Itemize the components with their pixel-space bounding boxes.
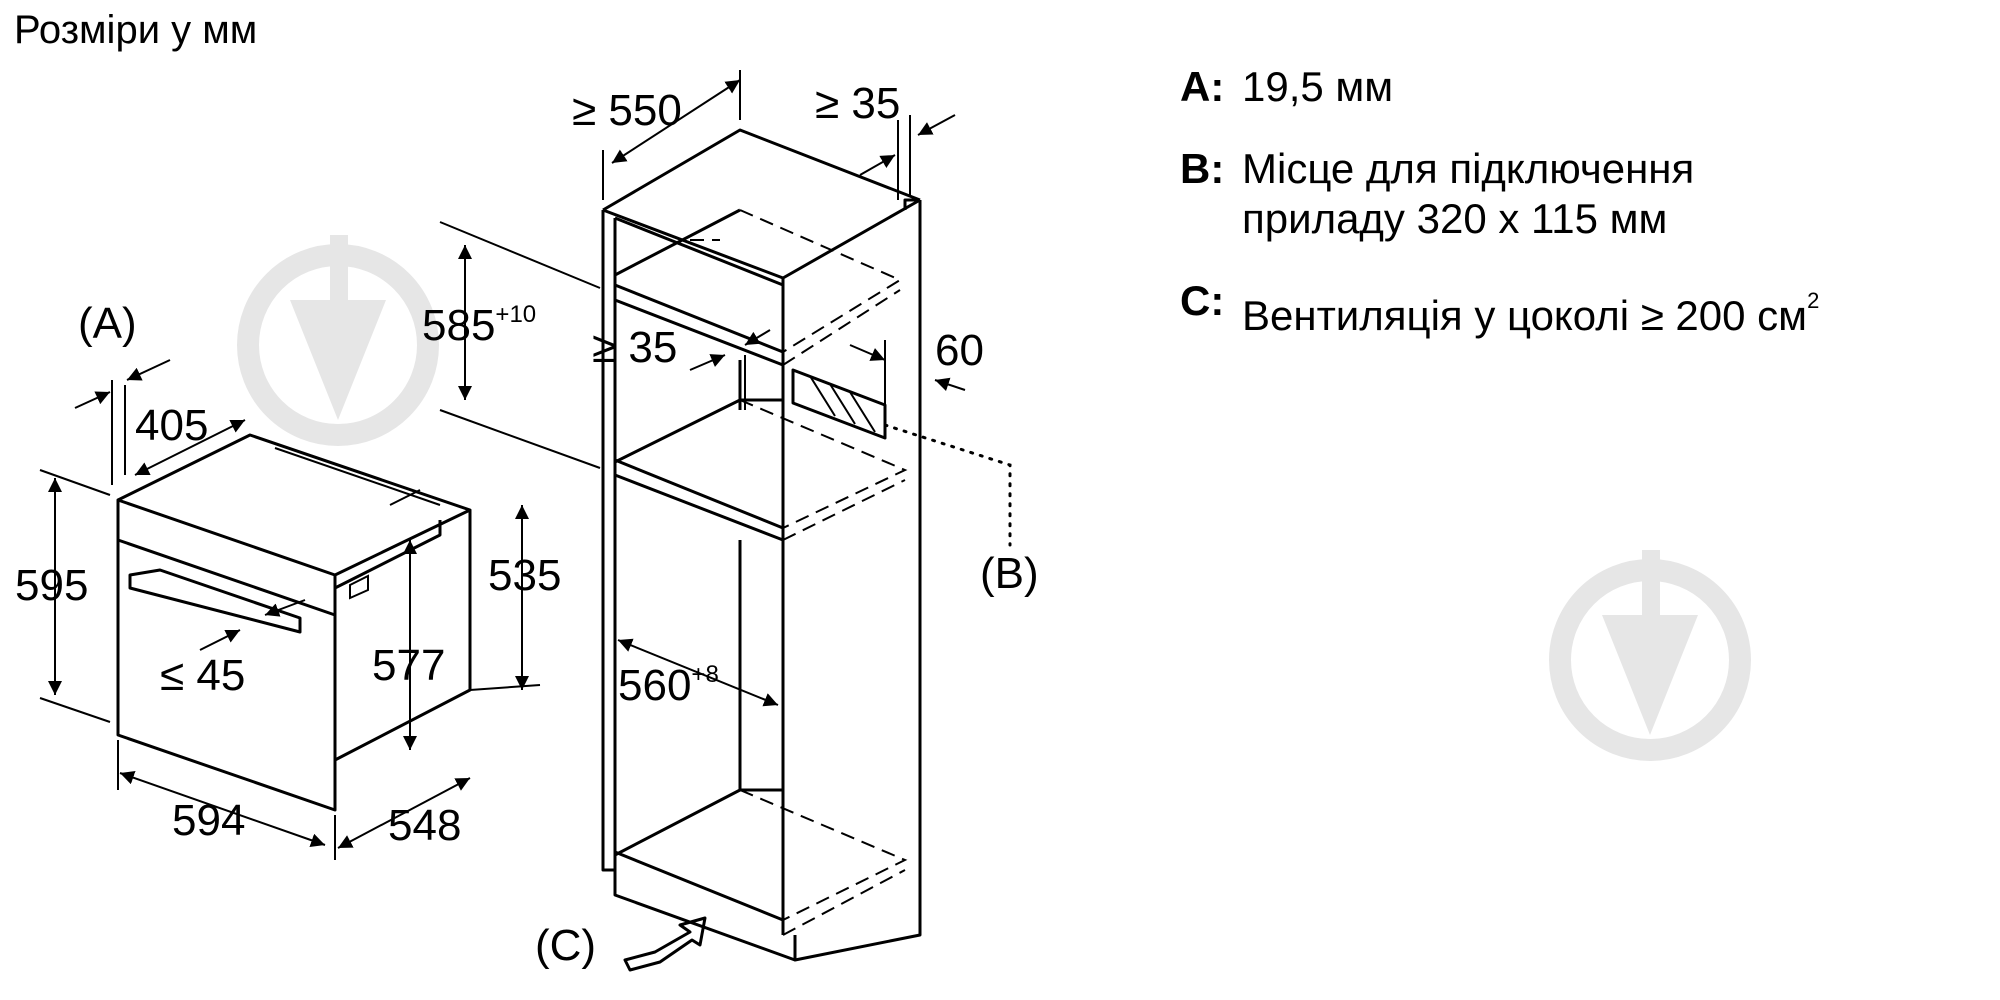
oven-dim-depth: 548	[388, 801, 461, 850]
cabinet-dim-niche-height: 585+10	[422, 301, 536, 350]
oven-dim-handle: ≤ 45	[160, 651, 245, 700]
legend-text-wrap: Вентиляція у цоколі ≥ 200 см2	[1242, 276, 1819, 341]
legend-text: Вентиляція у цоколі ≥ 200 см	[1242, 292, 1808, 339]
cabinet-dim-side-gap: ≥ 35	[592, 323, 677, 372]
cabinet-dim-niche-width: 560+8	[618, 661, 719, 710]
legend-text: 19,5 мм	[1242, 63, 1394, 110]
watermark-logo-left	[237, 235, 439, 446]
oven-label-a: (A)	[78, 299, 137, 348]
oven-dim-height-inner: 577	[372, 641, 445, 690]
oven-dim-height: 595	[15, 561, 88, 610]
legend-item-b: B: Місце для підключення приладу 320 x 1…	[1180, 144, 1980, 244]
cabinet-dim-back-gap: ≥ 35	[815, 79, 900, 128]
page-title: Розміри у мм	[14, 8, 258, 52]
cabinet-dim-depth-top: ≥ 550	[572, 86, 682, 135]
legend-sup: 2	[1807, 288, 1820, 313]
legend-key: A:	[1180, 63, 1225, 110]
cabinet-dimensions	[439, 70, 1012, 972]
legend-key: C:	[1180, 277, 1225, 324]
legend: A: 19,5 мм B: Місце для підключення прил…	[1180, 62, 1980, 373]
legend-item-a: A: 19,5 мм	[1180, 62, 1980, 112]
watermark-logo-right	[1549, 550, 1751, 761]
oven-dim-height-side: 535	[488, 551, 561, 600]
oven-dimensions	[39, 359, 541, 860]
legend-key: B:	[1180, 145, 1225, 192]
cabinet-dim-socket: 60	[935, 326, 984, 375]
legend-item-c: C: Вентиляція у цоколі ≥ 200 см2	[1180, 276, 1980, 341]
cabinet-drawing	[601, 128, 922, 962]
oven-dim-depth-front: 405	[135, 401, 208, 450]
legend-text: Місце для підключення приладу 320 x 115 …	[1242, 145, 1695, 242]
cabinet-label-b: (B)	[980, 549, 1039, 598]
cabinet-label-c: (C)	[535, 921, 596, 970]
oven-dim-width: 594	[172, 796, 245, 845]
